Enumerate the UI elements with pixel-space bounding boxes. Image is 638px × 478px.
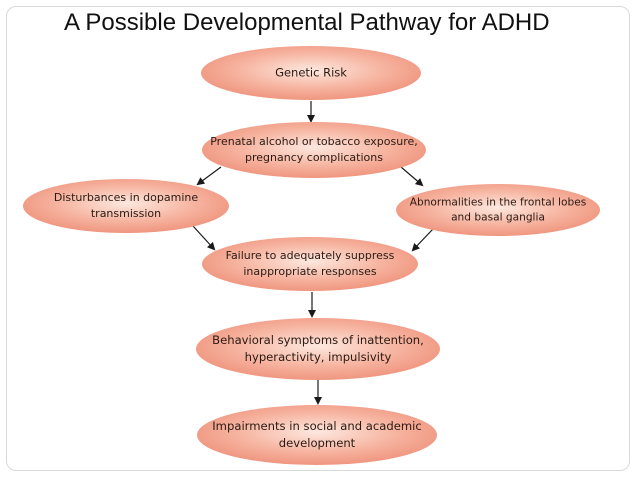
node-label-line: and basal ganglia	[451, 212, 545, 224]
node-label-line: Disturbances in dopamine	[54, 191, 199, 204]
node-label-line: pregnancy complications	[245, 151, 383, 164]
node-ellipse	[202, 122, 426, 178]
node-ellipse	[23, 179, 229, 233]
node-frontal: Abnormalities in the frontal lobes and ba…	[396, 184, 600, 236]
node-ellipse	[201, 46, 421, 100]
node-failure: Failure to adequately suppress inappropri…	[202, 237, 418, 291]
arrow-prenatal-to-dopamine	[196, 166, 222, 186]
node-genetic-risk: Genetic Risk	[201, 46, 421, 100]
node-ellipse	[202, 237, 418, 291]
node-prenatal: Prenatal alcohol or tobacco exposure, pre…	[202, 122, 426, 178]
node-label-line: hyperactivity, impulsivity	[245, 350, 392, 364]
slide-title: A Possible Developmental Pathway for ADH…	[64, 9, 550, 36]
node-dopamine: Disturbances in dopamine transmission	[23, 179, 229, 233]
node-behavioral: Behavioral symptoms of inattention, hyper…	[196, 318, 440, 380]
node-ellipse	[196, 318, 440, 380]
node-impairments: Impairments in social and academic develo…	[197, 405, 437, 465]
node-label-line: Abnormalities in the frontal lobes	[410, 196, 587, 208]
node-label-line: Prenatal alcohol or tobacco exposure,	[210, 135, 418, 148]
arrow-prenatal-to-frontal	[400, 166, 424, 187]
node-label-line: development	[279, 436, 356, 450]
node-label-line: Behavioral symptoms of inattention,	[212, 333, 424, 347]
node-ellipse	[396, 184, 600, 236]
node-label-line: Genetic Risk	[275, 66, 347, 80]
node-ellipse	[197, 405, 437, 465]
arrow-dopamine-to-failure	[192, 225, 216, 251]
node-label-line: Impairments in social and academic	[212, 419, 421, 433]
node-label-line: inappropriate responses	[243, 265, 377, 278]
node-label-line: transmission	[91, 207, 161, 220]
arrow-frontal-to-failure	[411, 228, 434, 252]
node-label-line: Failure to adequately suppress	[226, 249, 395, 262]
